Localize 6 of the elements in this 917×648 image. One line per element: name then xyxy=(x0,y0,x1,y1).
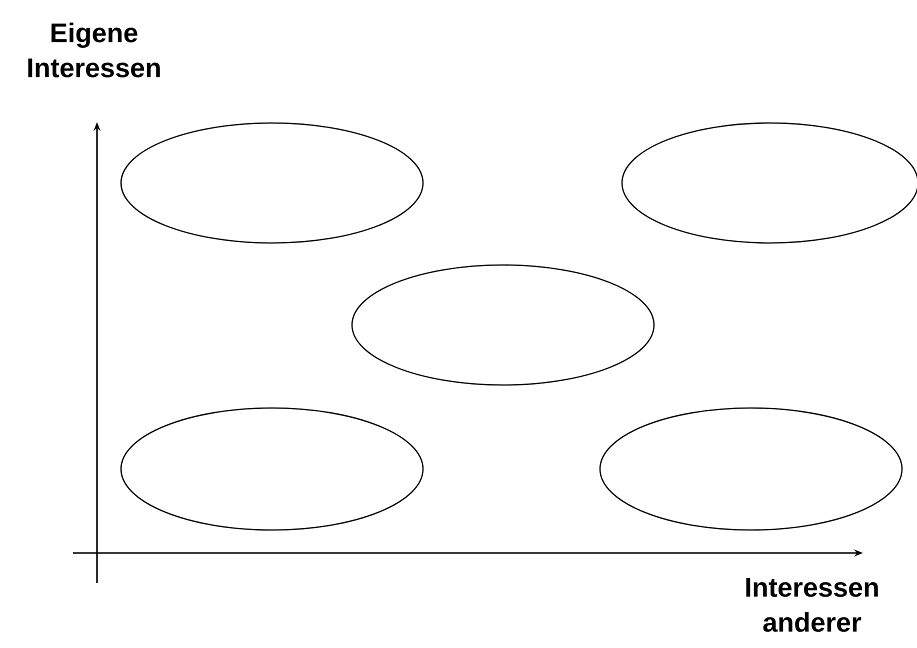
ellipse-shape xyxy=(599,407,903,531)
ellipse-shape xyxy=(120,407,424,531)
axis-label: Eigene Interessen xyxy=(28,22,160,78)
axis-label: Interessen anderer xyxy=(746,578,878,632)
ellipse-shape xyxy=(351,264,655,386)
ellipse-shape xyxy=(120,122,424,244)
